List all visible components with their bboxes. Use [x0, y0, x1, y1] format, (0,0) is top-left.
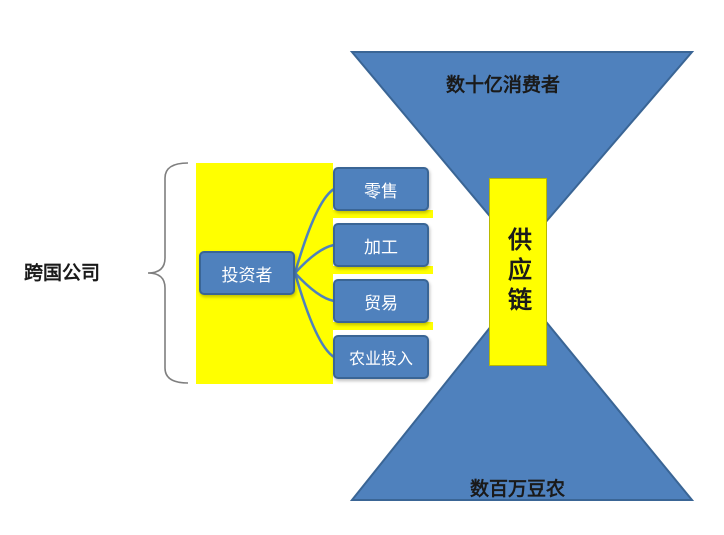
- consumers-label: 数十亿消费者: [446, 74, 561, 96]
- yellow-strip-processing: [333, 266, 433, 274]
- farmer-triangle: [349, 288, 695, 501]
- company-label: 跨国公司: [24, 262, 101, 284]
- business-agri-input-box: 农业投入: [333, 335, 429, 379]
- business-processing-box: 加工: [333, 223, 429, 267]
- business-retail-box: 零售: [333, 167, 429, 211]
- yellow-strip-retail: [333, 210, 433, 218]
- investor-box: 投资者: [199, 251, 295, 295]
- connector-retail: [293, 187, 335, 274]
- yellow-strip-trade: [333, 322, 433, 330]
- business-trade-box: 贸易: [333, 279, 429, 323]
- consumer-triangle: [349, 51, 695, 254]
- connector-trade: [294, 272, 335, 303]
- connector-processing: [294, 243, 335, 274]
- farmers-label: 数百万豆农: [470, 478, 566, 500]
- supply-chain-box: 供应链: [489, 178, 547, 366]
- connector-agri: [293, 272, 335, 359]
- connector-lines: [293, 187, 335, 359]
- left-brace: [147, 162, 189, 384]
- supply-chain-label: 供应链: [503, 227, 532, 317]
